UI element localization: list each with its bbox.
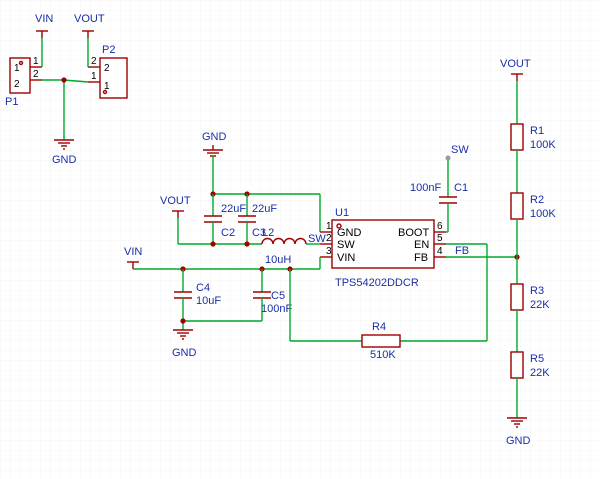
- vin-net-label-top: VIN: [35, 13, 53, 25]
- r1-ref: R1: [530, 125, 544, 137]
- u1-pin6-num: 6: [437, 221, 443, 232]
- gnd-symbol-connectors: GND: [52, 139, 77, 166]
- gnd-net-label-divider: GND: [506, 435, 531, 447]
- inductor-l2[interactable]: L2 10uH: [261, 227, 307, 266]
- c3-ref: C3: [252, 227, 266, 239]
- p2-pin1-label: 1: [104, 81, 110, 92]
- vout-power-flag-top: VOUT: [74, 13, 105, 38]
- u1-pin2-num: 2: [326, 233, 332, 244]
- l2-value: 10uH: [265, 254, 291, 266]
- svg-text:1: 1: [33, 56, 39, 67]
- c1-ref: C1: [454, 182, 468, 194]
- u1-pin-sw: SW: [337, 239, 355, 251]
- c5-ref: C5: [271, 290, 285, 302]
- r1-value: 100K: [530, 139, 556, 151]
- gnd-symbol-divider: GND: [506, 417, 531, 447]
- u1-pin1-num: 1: [326, 221, 332, 232]
- p2-ref: P2: [102, 44, 115, 56]
- u1-part: TPS54202DDCR: [335, 277, 419, 289]
- gnd-net-label-top: GND: [202, 131, 227, 143]
- c2-value: 22uF: [221, 203, 246, 215]
- sw-net-flag-boot: SW: [445, 144, 469, 161]
- connector-p1[interactable]: 1 2 P1: [5, 57, 31, 108]
- c2-ref: C2: [221, 227, 235, 239]
- p1-ref: P1: [5, 96, 18, 108]
- resistor-r2[interactable]: R2 100K: [510, 192, 556, 220]
- r5-value: 22K: [530, 367, 550, 379]
- p2-pin2-label: 2: [104, 63, 110, 74]
- svg-text:2: 2: [33, 69, 39, 80]
- fb-net-label: FB: [455, 245, 469, 257]
- c4-value: 10uF: [196, 295, 221, 307]
- u1-pin-gnd: GND: [337, 227, 362, 239]
- u1-pin-en: EN: [414, 239, 429, 251]
- vout-power-flag-right: VOUT: [500, 58, 531, 81]
- resistor-r5[interactable]: R5 22K: [510, 351, 550, 379]
- c5-value: 100nF: [261, 303, 292, 315]
- c1-value: 100nF: [410, 182, 441, 194]
- u1-ref: U1: [335, 207, 349, 219]
- r2-value: 100K: [530, 208, 556, 220]
- r4-ref: R4: [372, 321, 386, 333]
- resistor-r4[interactable]: R4 510K: [361, 321, 401, 361]
- gnd-net-label-connectors: GND: [52, 154, 77, 166]
- vout-net-label-top: VOUT: [74, 13, 105, 25]
- capacitor-c2[interactable]: 22uF C2: [204, 194, 246, 244]
- u1-pin-vin: VIN: [337, 252, 355, 264]
- vin-net-label-mid: VIN: [124, 246, 142, 258]
- u1-pin-boot: BOOT: [398, 227, 429, 239]
- r5-ref: R5: [530, 353, 544, 365]
- vout-power-flag-mid: VOUT: [160, 195, 191, 218]
- gnd-symbol-top: GND: [202, 131, 227, 157]
- ic-u1[interactable]: U1 TPS54202DDCR 1 2 3 GND SW VIN 6 5 4 B…: [320, 207, 446, 289]
- r2-ref: R2: [530, 194, 544, 206]
- vout-net-label-right: VOUT: [500, 58, 531, 70]
- gnd-net-label-input: GND: [172, 347, 197, 359]
- sw-net-label-inductor: SW: [308, 233, 326, 245]
- svg-text:2: 2: [91, 56, 97, 67]
- capacitor-c4[interactable]: C4 10uF: [174, 269, 221, 321]
- c3-value: 22uF: [252, 203, 277, 215]
- connector-p2[interactable]: 2 1 P2: [99, 44, 128, 99]
- r4-value: 510K: [370, 349, 396, 361]
- u1-pin3-num: 3: [326, 246, 332, 257]
- r3-value: 22K: [530, 299, 550, 311]
- c4-ref: C4: [196, 282, 210, 294]
- vout-net-label-mid: VOUT: [160, 195, 191, 207]
- capacitor-c5[interactable]: C5 100nF: [253, 269, 292, 321]
- u1-pin4-num: 4: [437, 246, 443, 257]
- r3-ref: R3: [530, 285, 544, 297]
- p1-pin2-label: 2: [14, 79, 20, 90]
- u1-pin5-num: 5: [437, 233, 443, 244]
- u1-pin-fb: FB: [414, 252, 428, 264]
- sw-net-label-boot: SW: [451, 144, 469, 156]
- svg-text:1: 1: [91, 71, 97, 82]
- l2-ref: L2: [262, 227, 274, 239]
- capacitor-c3[interactable]: 22uF C3: [238, 194, 277, 244]
- gnd-symbol-input: GND: [172, 329, 197, 359]
- vin-power-flag-top: VIN: [35, 13, 53, 38]
- resistor-r1[interactable]: R1 100K: [510, 123, 556, 151]
- p1-pin1-label: 1: [14, 63, 20, 74]
- capacitor-c1[interactable]: 100nF C1: [410, 182, 468, 204]
- vin-power-flag-mid: VIN: [124, 246, 142, 269]
- resistor-r3[interactable]: R3 22K: [510, 283, 550, 311]
